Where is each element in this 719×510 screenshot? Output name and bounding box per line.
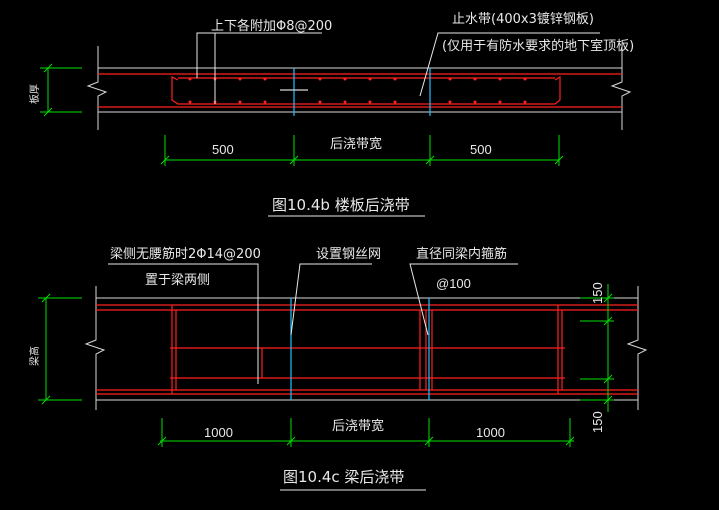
slab-caption: 图10.4b 楼板后浇带 — [272, 196, 410, 214]
slab-dim-left: 500 — [212, 142, 234, 157]
figure-10-4c: 梁侧无腰筋时2Φ14@200 置于梁两侧 设置钢丝网 直径同梁内箍筋 @100 … — [28, 246, 648, 491]
beam-leader-right-1: 直径同梁内箍筋 — [416, 246, 507, 262]
beam-outline — [84, 286, 648, 410]
beam-caption: 图10.4c 梁后浇带 — [283, 468, 404, 486]
beam-joints — [290, 298, 430, 400]
slab-joints — [280, 68, 431, 116]
slab-leader-right-1: 止水带(400x3镀锌钢板) — [452, 11, 594, 27]
beam-cover-dim — [580, 284, 614, 412]
beam-dim-right-bottom: 150 — [590, 411, 605, 433]
slab-leader-right-2: (仅用于有防水要求的地下室顶板) — [442, 38, 634, 54]
beam-dim-right-top: 150 — [590, 282, 605, 304]
figure-10-4b: 上下各附加Φ8@200 止水带(400x3镀锌钢板) (仅用于有防水要求的地下室… — [28, 11, 634, 217]
beam-leader-right-2: @100 — [436, 276, 471, 291]
beam-width-dim — [157, 418, 575, 447]
beam-leaders — [108, 263, 518, 384]
slab-thickness-dim — [40, 63, 82, 117]
beam-rebars — [96, 304, 638, 395]
beam-dim-center: 后浇带宽 — [332, 418, 384, 434]
beam-height-label: 梁高 — [28, 346, 41, 366]
slab-dim-right: 500 — [470, 142, 492, 157]
slab-dim-center: 后浇带宽 — [330, 136, 382, 152]
beam-dim-left: 1000 — [204, 425, 233, 440]
beam-dim-right: 1000 — [476, 425, 505, 440]
slab-leader-left: 上下各附加Φ8@200 — [211, 18, 332, 34]
slab-thickness-label: 板厚 — [28, 84, 41, 104]
beam-leader-mid: 设置钢丝网 — [316, 247, 381, 262]
beam-height-dim — [38, 293, 82, 405]
slab-width-dim — [160, 135, 564, 166]
slab-leaders — [196, 32, 600, 104]
slab-outline — [86, 46, 632, 130]
slab-rebars — [98, 73, 622, 108]
slab-rebar-dots — [188, 77, 527, 104]
beam-leader-left-2: 置于梁两侧 — [145, 273, 210, 288]
beam-leader-left-1: 梁侧无腰筋时2Φ14@200 — [110, 246, 261, 262]
